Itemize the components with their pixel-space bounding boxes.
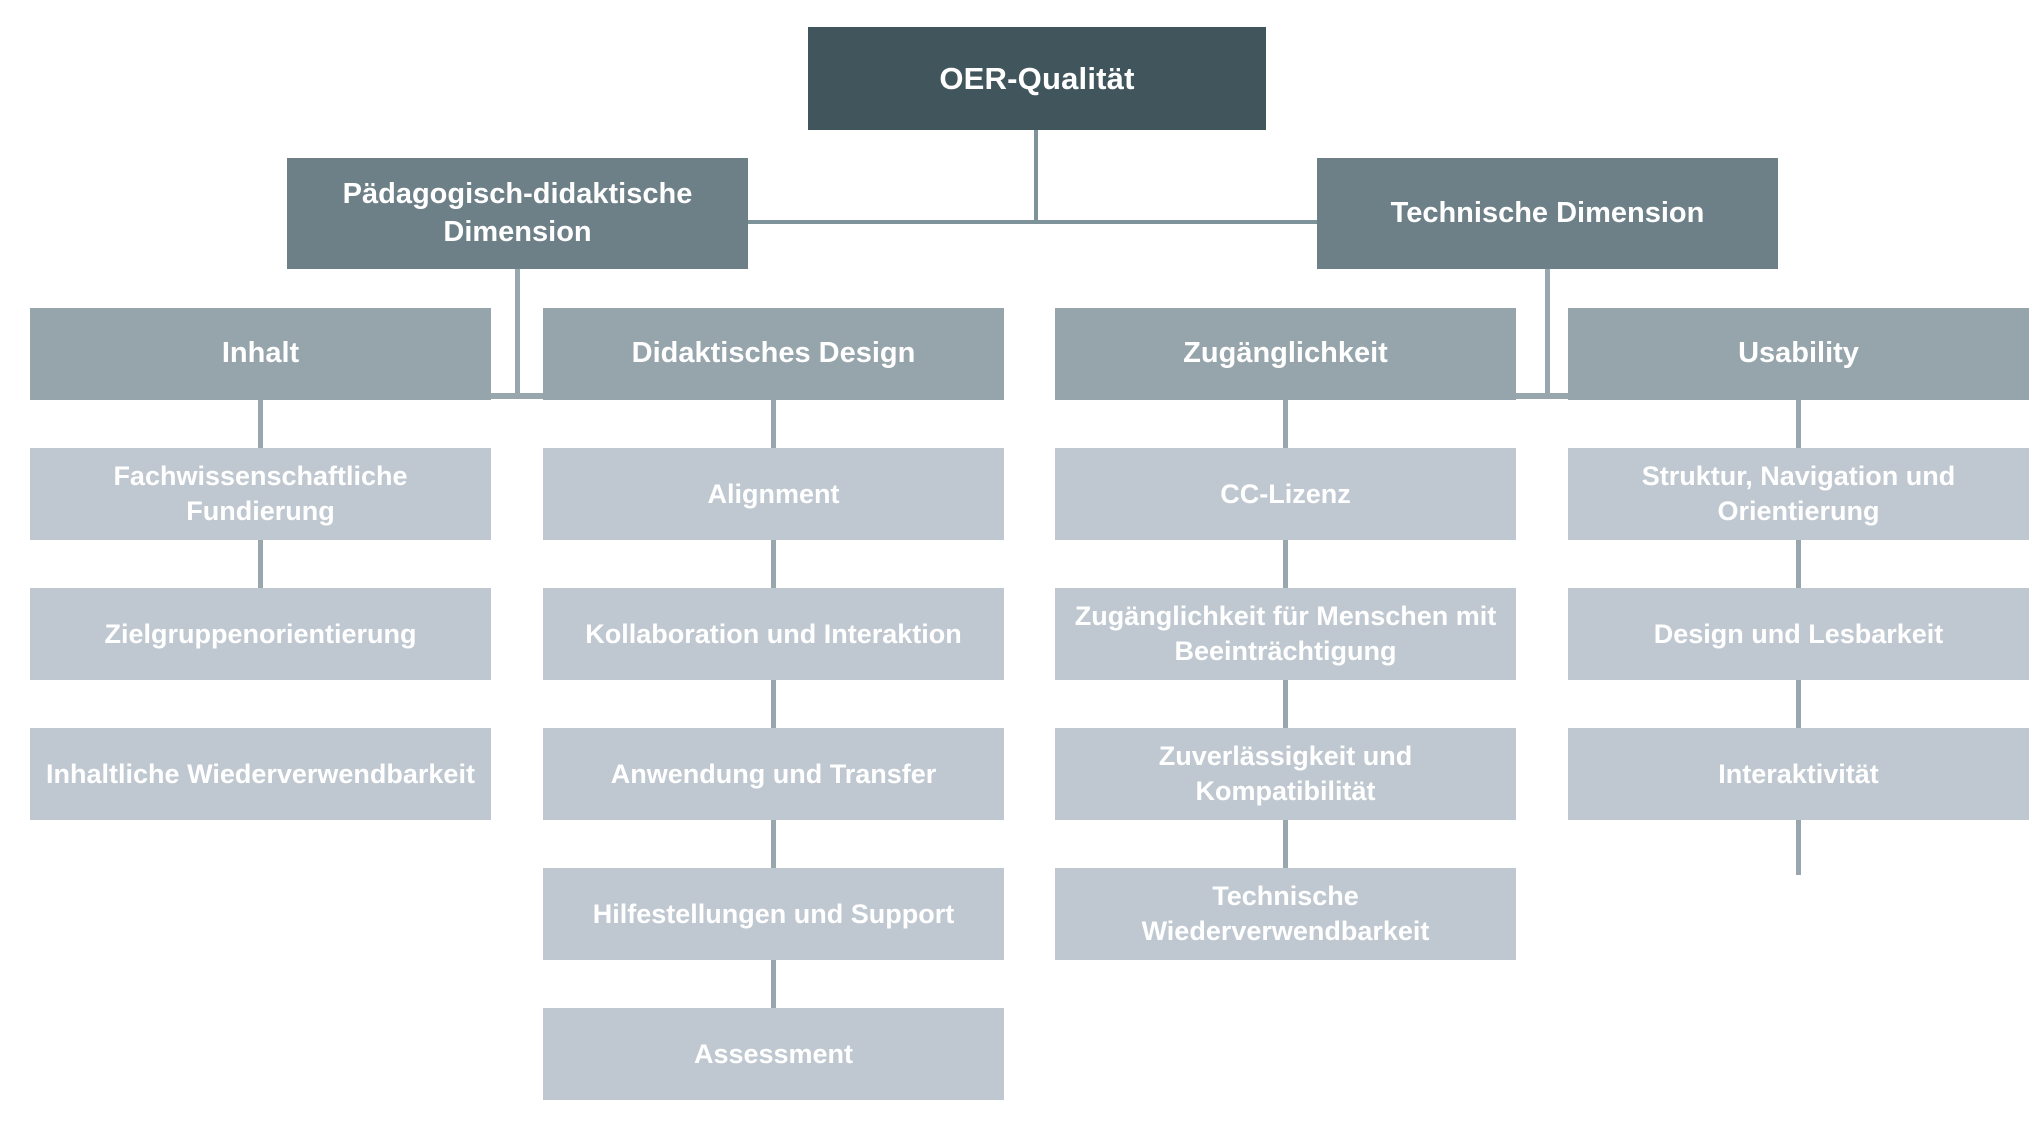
node-criterion[interactable]: Zugänglichkeit für Menschen mit Beeinträ… bbox=[1055, 588, 1516, 680]
node-criterion[interactable]: Anwendung und Transfer bbox=[543, 728, 1004, 820]
node-criterion[interactable]: Interaktivität bbox=[1568, 728, 2029, 820]
node-criterion[interactable]: Struktur, Navigation und Orientierung bbox=[1568, 448, 2029, 540]
node-criterion[interactable]: Alignment bbox=[543, 448, 1004, 540]
connector-dimension-bar bbox=[744, 220, 1322, 224]
node-dimension-label: Technische Dimension bbox=[1390, 196, 1705, 229]
node-criterion-label: Zielgruppenorientierung bbox=[104, 618, 417, 649]
node-criterion-label: Hilfestellungen und Support bbox=[592, 898, 955, 929]
node-category-zugaenglichkeit[interactable]: Zugänglichkeit bbox=[1055, 308, 1516, 400]
node-criterion-label: Interaktivität bbox=[1718, 758, 1879, 789]
node-criterion-label: Assessment bbox=[693, 1038, 854, 1069]
node-category-didaktisches-design[interactable]: Didaktisches Design bbox=[543, 308, 1004, 400]
node-criterion-label: Zugänglichkeit für Menschen mit Beeinträ… bbox=[1074, 601, 1497, 666]
node-dimension-paedagogisch-didaktisch[interactable]: Pädagogisch-didaktische Dimension bbox=[287, 158, 748, 269]
node-criterion[interactable]: Fachwissenschaftliche Fundierung bbox=[30, 448, 491, 540]
node-criterion[interactable]: Assessment bbox=[543, 1008, 1004, 1100]
node-category-usability[interactable]: Usability bbox=[1568, 308, 2029, 400]
node-criterion[interactable]: Technische Wiederverwendbarkeit bbox=[1055, 868, 1516, 960]
node-root[interactable]: OER-Qualität bbox=[808, 27, 1266, 130]
node-criterion-label: Struktur, Navigation und Orientierung bbox=[1641, 461, 1956, 526]
connector-left-dimension-stem bbox=[515, 269, 520, 397]
node-criterion-label: Inhaltliche Wiederverwendbarkeit bbox=[46, 758, 475, 789]
node-criterion-label: Zuverlässigkeit und Kompatibilität bbox=[1158, 741, 1413, 806]
connector-right-dimension-stem bbox=[1545, 269, 1550, 397]
node-criterion[interactable]: CC-Lizenz bbox=[1055, 448, 1516, 540]
node-criterion-label: Anwendung und Transfer bbox=[610, 758, 937, 789]
node-category-label: Usability bbox=[1738, 337, 1859, 370]
node-criterion-label: Technische Wiederverwendbarkeit bbox=[1141, 881, 1430, 946]
node-criterion-label: CC-Lizenz bbox=[1220, 478, 1351, 509]
node-criterion[interactable]: Zuverlässigkeit und Kompatibilität bbox=[1055, 728, 1516, 820]
node-category-label: Inhalt bbox=[221, 337, 300, 370]
node-dimension-technisch[interactable]: Technische Dimension bbox=[1317, 158, 1778, 269]
node-criterion-label: Design und Lesbarkeit bbox=[1653, 618, 1944, 649]
node-criterion-label: Alignment bbox=[707, 478, 840, 509]
node-root-label: OER-Qualität bbox=[939, 60, 1135, 96]
node-criterion[interactable]: Kollaboration und Interaktion bbox=[543, 588, 1004, 680]
node-criterion[interactable]: Zielgruppenorientierung bbox=[30, 588, 491, 680]
node-criterion-label: Kollaboration und Interaktion bbox=[585, 618, 962, 649]
node-dimension-label: Pädagogisch-didaktische Dimension bbox=[342, 178, 693, 248]
connector-right-category-bar bbox=[1398, 393, 1698, 399]
connector-column-didaktisches-design bbox=[771, 400, 776, 1048]
node-criterion[interactable]: Hilfestellungen und Support bbox=[543, 868, 1004, 960]
node-category-inhalt[interactable]: Inhalt bbox=[30, 308, 491, 400]
node-criterion-label: Fachwissenschaftliche Fundierung bbox=[113, 461, 408, 526]
node-category-label: Didaktisches Design bbox=[631, 337, 916, 370]
node-criterion[interactable]: Inhaltliche Wiederverwendbarkeit bbox=[30, 728, 491, 820]
node-criterion[interactable]: Design und Lesbarkeit bbox=[1568, 588, 2029, 680]
node-category-label: Zugänglichkeit bbox=[1183, 337, 1388, 370]
connector-left-category-bar bbox=[368, 393, 668, 399]
connector-root-stem bbox=[1034, 130, 1038, 222]
